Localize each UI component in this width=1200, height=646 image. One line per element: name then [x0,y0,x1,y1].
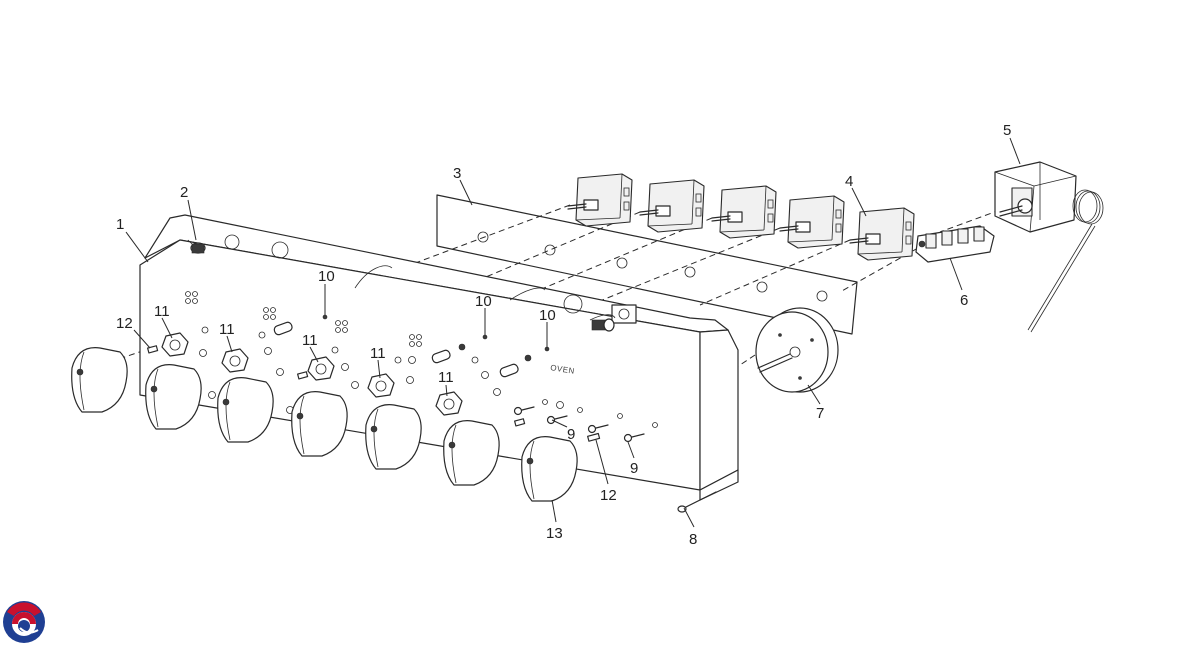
panel-marking: OVEN [550,363,576,376]
clips [147,345,601,442]
callout-9b: 9 [630,460,638,477]
screw-2 [546,415,568,425]
callout-11e: 11 [438,369,454,386]
callout-11d: 11 [370,345,386,362]
callout-10c: 10 [539,307,556,324]
hole-cluster-2 [263,307,276,320]
spacers [273,314,550,378]
screws [513,399,658,443]
control-knobs [71,347,578,502]
callout-8: 8 [689,531,697,548]
callout-3: 3 [453,165,461,182]
hex-nut-4 [367,373,395,398]
screw-3 [587,424,609,434]
callout-labels: 1 2 3 4 5 6 7 8 9 9 10 10 10 11 11 11 11… [116,122,1011,548]
knob-3 [217,377,274,443]
hex-nut-5 [435,391,463,416]
knob-6 [443,420,500,486]
callout-1: 1 [116,216,124,233]
control-panel-fascia: OVEN [139,214,739,501]
regulator-4 [779,195,845,249]
regulator-2 [639,179,705,233]
callout-9a: 9 [567,426,575,443]
knob-5 [365,404,422,470]
callout-10a: 10 [318,268,335,285]
callout-11c: 11 [302,332,318,349]
callout-leaders [125,137,1021,528]
knob-2 [145,364,202,430]
regulator-3 [711,185,777,239]
knob-4 [291,391,348,457]
hex-nut-2 [221,348,249,373]
callout-6: 6 [960,292,968,309]
callout-12b: 12 [600,487,617,504]
callout-11b: 11 [219,321,235,338]
mounting-plate [436,194,858,335]
callout-12a: 12 [116,315,133,332]
thermostat [994,161,1104,333]
hole-cluster-4 [409,334,422,347]
callout-11a: 11 [154,303,170,320]
callout-13: 13 [546,525,563,542]
callout-7: 7 [816,405,824,422]
hex-nut-3 [307,356,335,381]
panel-holes [199,326,564,414]
hex-nuts [161,332,463,416]
screw-4 [623,433,645,443]
hex-nut-1 [161,332,189,357]
timer [755,307,839,393]
pilot-lamp [187,239,206,254]
knob-7 [521,436,578,502]
hole-cluster-1 [185,291,198,304]
callout-10b: 10 [475,293,492,310]
selector-switch [915,225,995,263]
regulator-5 [849,207,915,261]
brand-logo [3,601,45,643]
callout-4: 4 [845,173,853,190]
callout-2: 2 [180,184,188,201]
energy-regulators [567,173,915,261]
callout-5: 5 [1003,122,1011,139]
mounting-screw [677,491,717,513]
screw-1 [513,406,535,416]
pilot-lamp-2 [591,318,615,332]
hole-cluster-3 [335,320,348,333]
regulator-1 [567,173,633,227]
knob-1 [71,347,128,413]
